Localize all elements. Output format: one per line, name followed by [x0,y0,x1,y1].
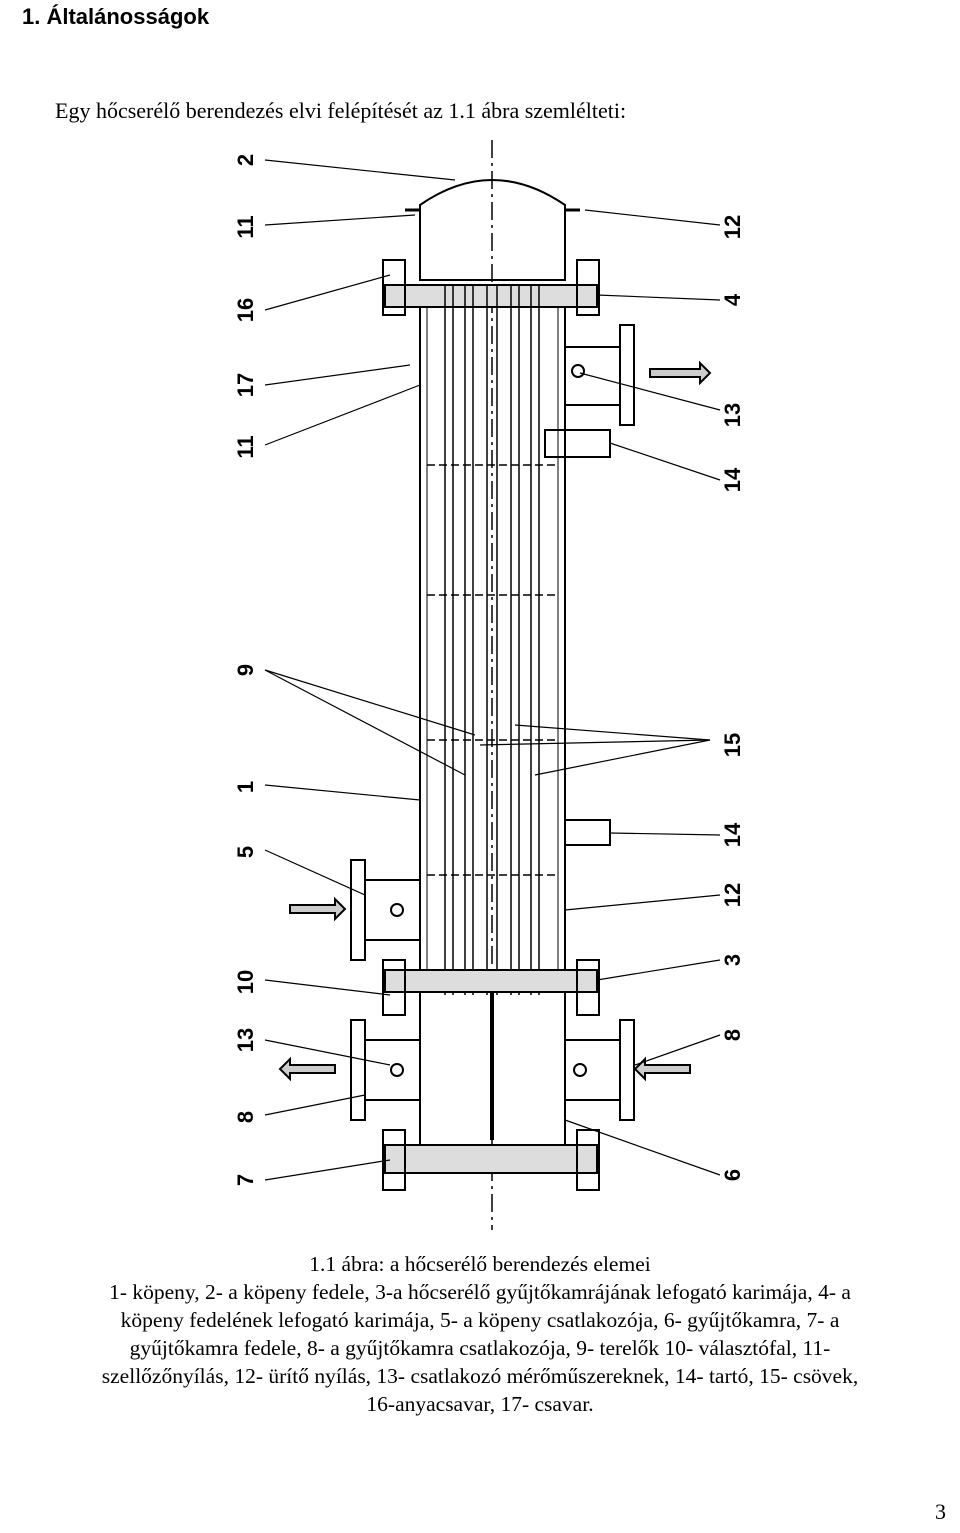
label-13-left: 13 [233,1028,258,1052]
label-11-top: 11 [233,215,258,238]
label-16: 16 [233,298,258,322]
label-6: 6 [720,1169,745,1181]
caption-line: szellőzőnyílás, 12- ürítő nyílás, 13- cs… [101,1364,859,1388]
caption-line: köpeny fedelének lefogató karimája, 5- a… [120,1308,840,1332]
label-12-top: 12 [720,215,745,239]
label-1: 1 [233,781,258,793]
caption-title: 1.1 ábra: a hőcserélő berendezés elemei [309,1252,651,1276]
page-number: 3 [935,1499,946,1524]
label-14-bottom: 14 [720,822,745,847]
label-2: 2 [233,154,258,166]
label-7: 7 [233,1174,258,1186]
label-17: 17 [233,373,258,397]
label-11-bottom: 11 [233,435,258,458]
intro-paragraph: Egy hőcserélő berendezés elvi felépítésé… [55,98,627,123]
figure-caption: 1.1 ábra: a hőcserélő berendezés elemei … [0,1250,960,1418]
caption-line: 1- köpeny, 2- a köpeny fedele, 3-a hőcse… [109,1280,851,1304]
caption-line: 16-anyacsavar, 17- csavar. [366,1392,594,1416]
section-heading: 1. Általánosságok [22,4,210,29]
caption-line: gyűjtőkamra fedele, 8- a gyűjtőkamra csa… [129,1336,831,1360]
label-12-bottom: 12 [720,883,745,907]
heat-exchanger-drawing: 2 11 16 17 11 9 1 5 10 13 8 7 12 4 13 14… [233,140,745,1230]
label-4: 4 [720,293,745,306]
label-9: 9 [233,664,258,676]
label-14-top: 14 [720,467,745,492]
label-8-left: 8 [233,1111,258,1123]
label-8-right: 8 [720,1029,745,1041]
label-15: 15 [720,733,745,757]
label-13-right: 13 [720,403,745,427]
label-10: 10 [233,970,258,994]
label-3: 3 [720,954,745,966]
label-5: 5 [233,846,258,858]
